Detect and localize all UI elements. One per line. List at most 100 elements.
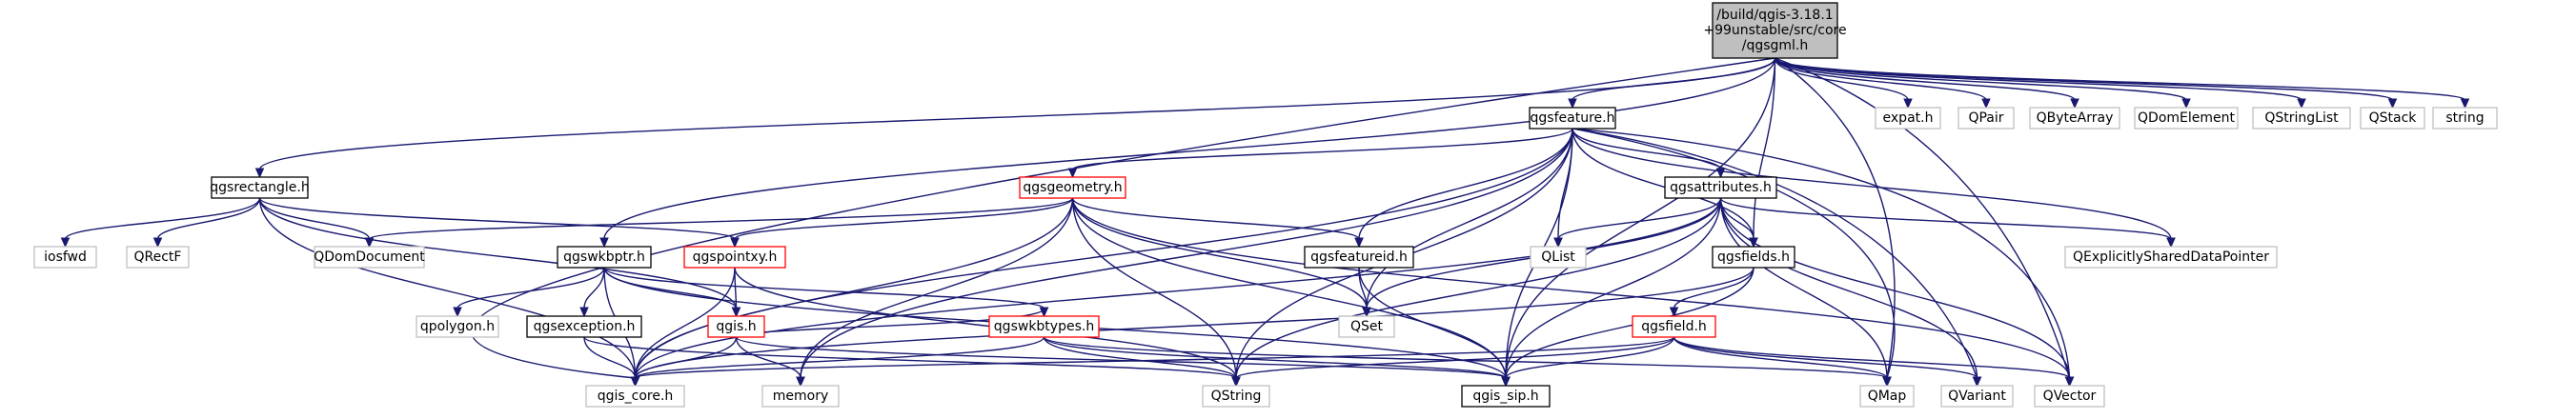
- edge-arrowhead: [730, 237, 740, 249]
- node-box: [557, 246, 652, 269]
- edge-qgsgeometry-to-qset: [1071, 197, 1368, 309]
- node-qdomdocument[interactable]: QDomDocument: [314, 246, 425, 269]
- node-label: qgsfeatureid.h: [1310, 249, 1408, 265]
- edge-arrowhead: [453, 307, 462, 318]
- edge-qgsfeature-to-qvector: [1572, 128, 2071, 379]
- edge-qgspointxy-to-qgis-core: [634, 267, 736, 379]
- node-label: qgsfields.h: [1717, 249, 1790, 265]
- edge-arrowhead: [1568, 98, 1577, 110]
- node-qgsattributes[interactable]: qgsattributes.h: [1664, 176, 1777, 199]
- node-label: QList: [1541, 249, 1575, 265]
- node-label: QVariant: [1948, 389, 2006, 404]
- node-qdomelement[interactable]: QDomElement: [2134, 107, 2239, 130]
- edge-qgsattributes-to-qexplicit: [1719, 197, 2172, 240]
- node-qexplicit[interactable]: QExplicitlySharedDataPointer: [2064, 246, 2278, 269]
- node-label: QString: [1211, 389, 1262, 404]
- edge-qgsfield-to-qmap: [1673, 336, 1888, 379]
- node-qgsfeature[interactable]: qgsfeature.h: [1529, 107, 1616, 130]
- node-label: qgis.h: [716, 319, 756, 334]
- edge-arrowhead: [599, 237, 609, 249]
- edge-arrowhead: [1362, 307, 1371, 318]
- node-qgsexception[interactable]: qgsexception.h: [526, 315, 642, 338]
- node-box: [1304, 246, 1414, 269]
- node-box: [1461, 385, 1551, 408]
- node-iosfwd[interactable]: iosfwd: [33, 246, 97, 269]
- node-qgsfield[interactable]: qgsfield.h: [1632, 315, 1716, 338]
- node-qgis[interactable]: qgis.h: [707, 315, 765, 338]
- node-label: QDomDocument: [314, 249, 425, 265]
- node-qstringlist[interactable]: QStringList: [2252, 107, 2351, 130]
- node-box: [1859, 385, 1915, 408]
- edge-qgsfield-to-qvariant: [1673, 336, 1978, 379]
- node-qset[interactable]: QSet: [1338, 315, 1395, 338]
- node-qvariant[interactable]: QVariant: [1940, 385, 2014, 408]
- node-string[interactable]: string: [2432, 107, 2498, 130]
- node-qgsrectangle[interactable]: qgsrectangle.h: [210, 176, 310, 199]
- edge-qgsrectangle-to-qrectf: [156, 197, 261, 240]
- node-qvector[interactable]: QVector: [2034, 385, 2105, 408]
- node-box: [2064, 246, 2278, 269]
- node-qpair[interactable]: QPair: [1957, 107, 2015, 130]
- node-qgsfeatureid[interactable]: qgsfeatureid.h: [1304, 246, 1414, 269]
- node-label: QByteArray: [2037, 110, 2114, 126]
- node-box: [683, 246, 786, 269]
- edge-qgsfield-to-qvector: [1673, 336, 2071, 379]
- edge-arrowhead: [731, 307, 741, 318]
- node-box: [1632, 315, 1716, 338]
- node-expat[interactable]: expat.h: [1875, 107, 1941, 130]
- edge-arrowhead: [2460, 98, 2470, 110]
- node-box: [211, 176, 309, 199]
- node-qgspointxy[interactable]: qgspointxy.h: [683, 246, 786, 269]
- edge-qgsfeature-to-qset: [1366, 128, 1573, 309]
- node-label: memory: [773, 389, 829, 404]
- node-qstack[interactable]: QStack: [2360, 107, 2425, 130]
- node-qgis-sip[interactable]: qgis_sip.h: [1461, 385, 1551, 408]
- edge-qgsfeature-to-memory: [800, 128, 1573, 379]
- node-box: [1712, 246, 1795, 269]
- edge-arrowhead: [1354, 237, 1364, 249]
- node-qgsfields[interactable]: qgsfields.h: [1712, 246, 1795, 269]
- edge-qgsfeature-to-qgsfeatureid: [1358, 128, 1573, 240]
- node-label: QDomElement: [2138, 110, 2235, 126]
- edge-root-to-qgswkbptr: [603, 57, 1776, 240]
- node-label: qgis_core.h: [598, 389, 674, 404]
- node-box: [2034, 385, 2105, 408]
- node-box: [2432, 107, 2498, 130]
- edge-qgsgeometry-to-qdomdocument: [368, 197, 1074, 240]
- edge-root-to-qvector: [1775, 57, 2071, 379]
- node-qlist[interactable]: QList: [1530, 246, 1587, 269]
- edge-qgsrectangle-to-qgis-core: [258, 197, 637, 379]
- node-memory[interactable]: memory: [761, 385, 840, 408]
- edge-qgsfields-to-qgsfield: [1673, 267, 1755, 309]
- node-box: [585, 385, 685, 408]
- edge-arrowhead: [2181, 98, 2191, 110]
- edge-root-to-qstringlist: [1774, 57, 2302, 101]
- node-qbytearray[interactable]: QByteArray: [2029, 107, 2120, 130]
- node-qgis-core[interactable]: qgis_core.h: [585, 385, 685, 408]
- node-qrectf[interactable]: QRectF: [126, 246, 190, 269]
- node-label: qgsrectangle.h: [210, 180, 309, 195]
- node-label: QMap: [1868, 389, 1907, 404]
- node-label: QRectF: [134, 249, 182, 265]
- edge-root-to-expat: [1774, 57, 1909, 101]
- node-qstring[interactable]: QString: [1202, 385, 1270, 408]
- edge-root-to-string: [1774, 57, 2466, 101]
- edge-qgsfeature-to-qvariant: [1572, 128, 1978, 379]
- edge-arrowhead: [579, 307, 589, 318]
- node-qgsgeometry[interactable]: qgsgeometry.h: [1019, 176, 1126, 199]
- node-box: [1664, 176, 1777, 199]
- edge-qgswkbptr-to-qgswkbtypes: [603, 267, 1045, 309]
- node-qmap[interactable]: QMap: [1859, 385, 1915, 408]
- node-qgswkbtypes[interactable]: qgswkbtypes.h: [988, 315, 1100, 338]
- node-root[interactable]: /build/qgis-3.18.1+99unstable/src/core/q…: [1703, 2, 1847, 59]
- node-qgswkbptr[interactable]: qgswkbptr.h: [557, 246, 652, 269]
- node-box: [707, 315, 765, 338]
- edge-root-to-qgsfeature: [1572, 57, 1776, 101]
- node-label: qgsfield.h: [1641, 319, 1707, 334]
- node-label: QVector: [2043, 389, 2097, 404]
- node-qpolygon[interactable]: qpolygon.h: [416, 315, 499, 338]
- node-box: [1875, 107, 1941, 130]
- node-box: [1530, 246, 1587, 269]
- edge-qgsexception-to-qgis-core: [583, 336, 637, 379]
- edge-qgsfields-to-qgis-core: [634, 267, 1755, 379]
